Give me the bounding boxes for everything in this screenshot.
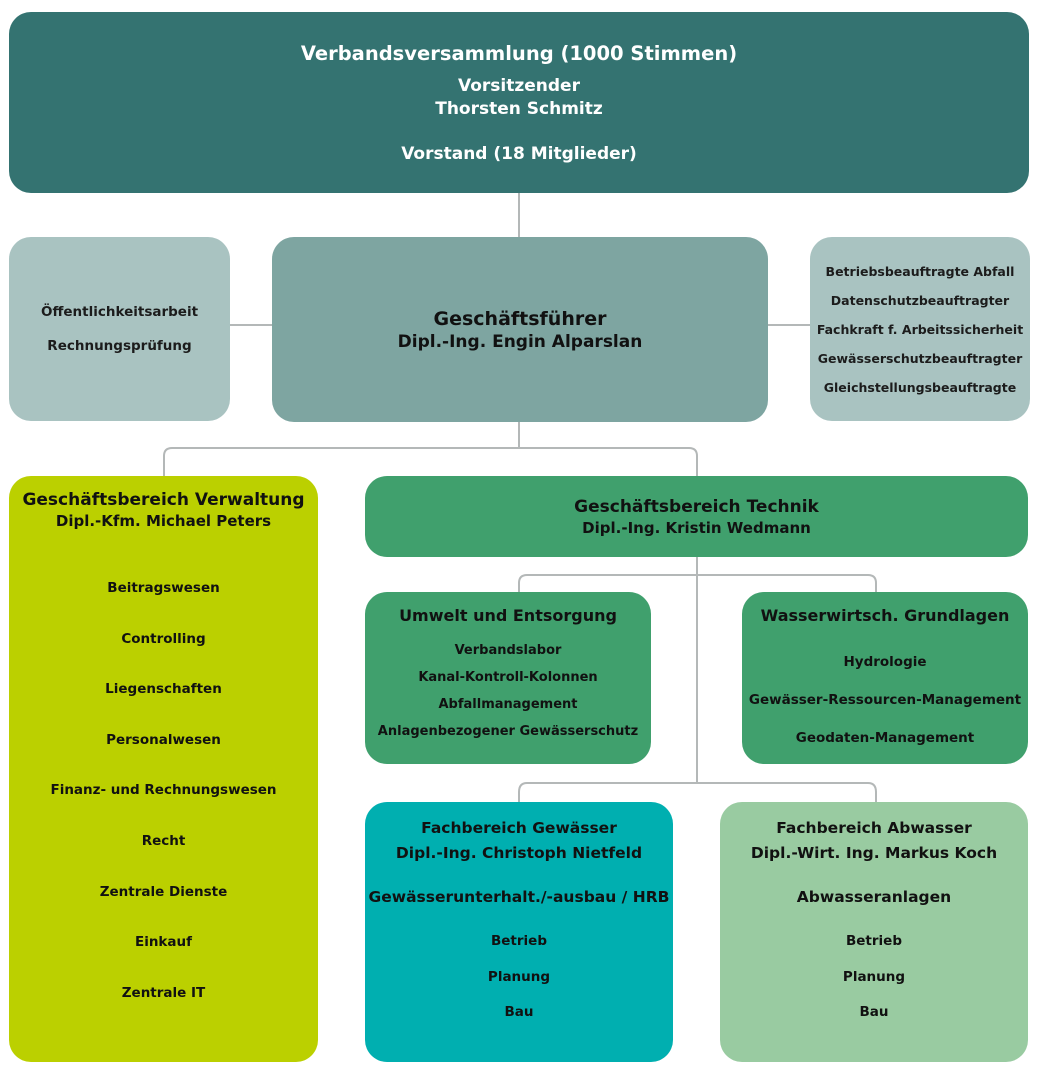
gewaesser-box: Fachbereich Gewässer Dipl.-Ing. Christop… [365,802,673,1062]
wasser-title: Wasserwirtsch. Grundlagen [760,606,1010,625]
staff-item: Datenschutzbeauftragter [830,292,1010,308]
abwasser-box: Fachbereich Abwasser Dipl.-Wirt. Ing. Ma… [720,802,1028,1062]
assembly-title: Verbandsversammlung (1000 Stimmen) [300,41,738,65]
list-item: Betrieb [490,933,547,949]
staff-item: Betriebsbeauftragte Abfall [825,263,1015,279]
verwaltung-title: Geschäftsbereich Verwaltung [22,490,305,510]
list-item: Planung [487,968,551,985]
staff-item: Fachkraft f. Arbeitssicherheit [816,321,1024,337]
gewaesser-head: Dipl.-Ing. Christoph Nietfeld [395,844,643,862]
list-item: Bau [859,1004,889,1020]
chair-role: Vorsitzender [458,75,580,96]
staff-item: Gewässerschutzbeauftragter [817,350,1023,366]
chair-name: Thorsten Schmitz [435,98,603,119]
list-item: Kanal-Kontroll-Kolonnen [418,670,598,685]
list-item: Recht [141,832,186,849]
umwelt-title: Umwelt und Entsorgung [399,606,617,625]
list-item: Zentrale Dienste [99,883,228,900]
verwaltung-head: Dipl.-Kfm. Michael Peters [55,512,272,530]
staff-item: Rechnungsprüfung [47,338,192,354]
verwaltung-box: Geschäftsbereich Verwaltung Dipl.-Kfm. M… [9,476,318,1062]
list-item: Hydrologie [843,654,927,670]
abwasser-head: Dipl.-Wirt. Ing. Markus Koch [750,844,998,862]
list-item: Geodaten-Management [795,730,975,746]
list-item: Beitragswesen [107,580,220,596]
ceo-name: Dipl.-Ing. Engin Alparslan [397,331,643,352]
list-item: Bau [504,1004,534,1020]
list-item: Liegenschaften [105,681,222,698]
staff-left-box: Öffentlichkeitsarbeit Rechnungsprüfung [9,237,230,421]
list-item: Betrieb [845,933,902,949]
gewaesser-subtitle: Gewässerunterhalt./-ausbau / HRB [368,888,670,906]
technik-head: Dipl.-Ing. Kristin Wedmann [582,518,811,537]
assembly-box: Verbandsversammlung (1000 Stimmen) Vorsi… [9,12,1029,193]
board-label: Vorstand (18 Mitglieder) [401,143,637,164]
staff-item: Öffentlichkeitsarbeit [40,304,199,320]
list-item: Gewässer-Ressourcen-Management [748,692,1022,708]
staff-item: Gleichstellungsbeauftragte [823,379,1017,395]
ceo-box: Geschäftsführer Dipl.-Ing. Engin Alparsl… [272,237,768,422]
list-item: Abfallmanagement [438,697,578,712]
list-item: Planung [842,968,906,985]
gewaesser-title: Fachbereich Gewässer [421,819,617,837]
ceo-title: Geschäftsführer [433,307,607,330]
list-item: Personalwesen [106,731,221,748]
staff-right-box: Betriebsbeauftragte Abfall Datenschutzbe… [810,237,1030,421]
abwasser-subtitle: Abwasseranlagen [796,888,952,906]
wasser-box: Wasserwirtsch. Grundlagen Hydrologie Gew… [742,592,1028,764]
list-item: Verbandslabor [454,643,562,658]
list-item: Zentrale IT [121,984,206,1001]
list-item: Anlagenbezogener Gewässerschutz [377,724,639,739]
technik-title: Geschäftsbereich Technik [574,496,819,517]
verwaltung-list: Beitragswesen Controlling Liegenschaften… [50,580,276,1035]
list-item: Controlling [121,630,206,647]
umwelt-box: Umwelt und Entsorgung Verbandslabor Kana… [365,592,651,764]
list-item: Einkauf [134,934,193,951]
abwasser-title: Fachbereich Abwasser [776,819,972,837]
technik-box: Geschäftsbereich Technik Dipl.-Ing. Kris… [365,476,1028,557]
list-item: Finanz- und Rechnungswesen [50,782,277,799]
